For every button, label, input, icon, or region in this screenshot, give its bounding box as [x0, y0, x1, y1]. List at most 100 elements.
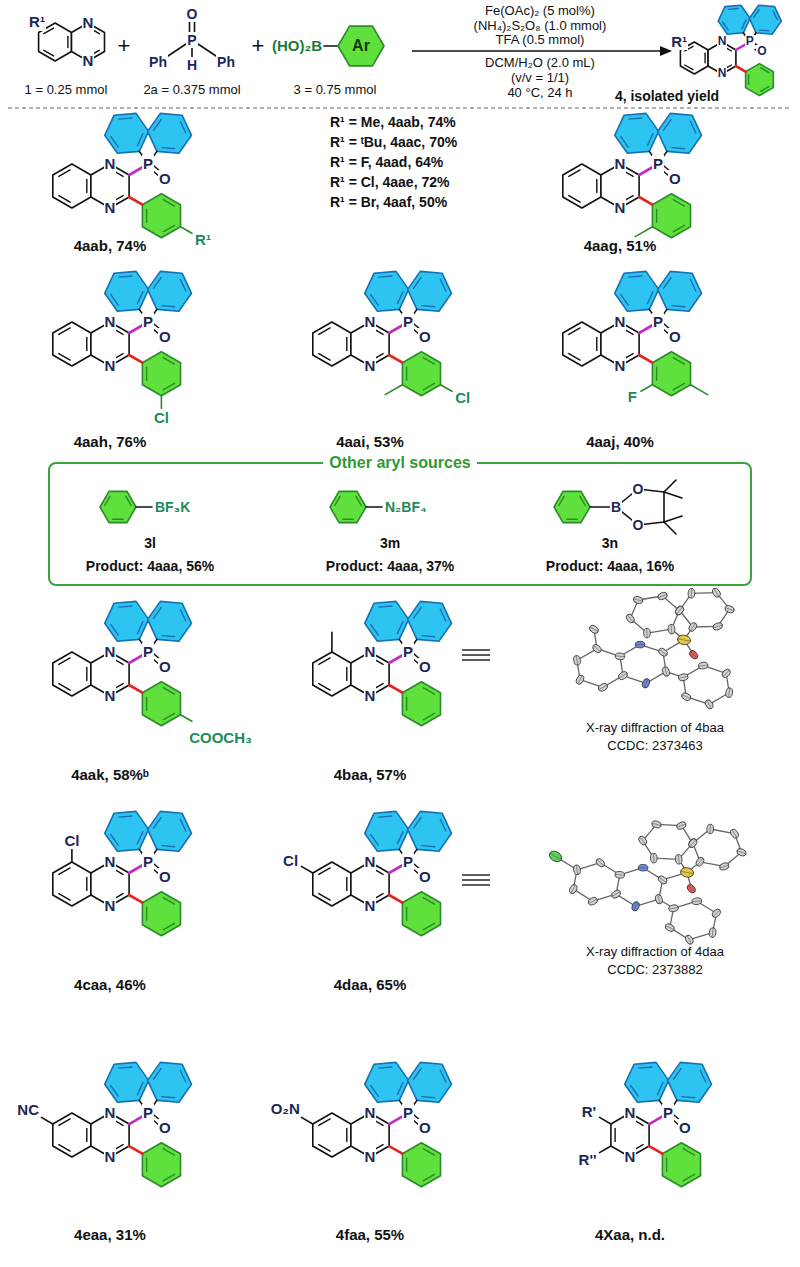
- double-bond: [422, 846, 435, 847]
- atom-label: Ph: [148, 54, 168, 70]
- double-bond: [44, 50, 54, 56]
- substituent-label: R': [581, 1103, 597, 1120]
- plus-sign: +: [252, 33, 265, 58]
- equivalence-symbol: [462, 654, 490, 656]
- benzo-ring: [313, 322, 351, 366]
- phenyl-ring: [408, 601, 452, 641]
- benzo-ring: [53, 1113, 91, 1157]
- bond-line: [324, 45, 339, 47]
- xray-atom: [711, 587, 722, 599]
- substituent-list: R¹ = F, 4aad, 64%: [330, 154, 443, 170]
- xray-axis: [699, 665, 708, 666]
- aryl-ring: [142, 682, 180, 726]
- aryl-ring: [652, 194, 690, 238]
- phenyl-ring: [668, 1062, 712, 1102]
- benzo-ring: [563, 164, 601, 208]
- oxygen-label: O: [678, 1119, 692, 1136]
- phenyl-ring: [148, 271, 192, 311]
- xray-caption: X-ray diffraction of 4daa: [586, 945, 724, 960]
- substituent-label: Cl: [282, 852, 299, 869]
- double-bond: [728, 8, 738, 10]
- double-bond: [86, 338, 87, 351]
- aryl-ring: [142, 892, 180, 936]
- aryl-bond: [389, 355, 402, 363]
- xray-atom: [668, 624, 676, 634]
- xray-atom: [610, 889, 622, 900]
- double-bond: [406, 697, 407, 710]
- double-bond: [754, 10, 760, 18]
- phosphorus-label: P: [745, 35, 755, 49]
- double-bond: [67, 36, 68, 47]
- xray-atom: [637, 835, 648, 847]
- xray-axis: [658, 895, 660, 903]
- aryl-bond: [736, 66, 746, 72]
- methyl-bond: [664, 480, 676, 492]
- double-bond: [631, 1086, 639, 1097]
- xray-axis: [691, 652, 697, 658]
- xray-axis: [688, 886, 694, 892]
- xray-axis: [732, 830, 737, 837]
- xray-atom: [674, 605, 685, 617]
- double-bond: [672, 148, 685, 149]
- double-bond: [343, 519, 354, 520]
- double-bond: [119, 1067, 132, 1068]
- xray-atom: [615, 871, 625, 878]
- compound-label: 4daa, 65%: [334, 976, 407, 993]
- double-bond: [163, 225, 174, 232]
- double-bond: [569, 354, 580, 361]
- double-bond: [664, 120, 672, 131]
- oxygen-label: O: [668, 328, 682, 345]
- methyl-bond: [664, 522, 676, 534]
- phenyl-ring: [625, 1062, 669, 1102]
- aryl-ring: [402, 352, 440, 396]
- aryl-ring: [746, 64, 774, 96]
- double-bond: [59, 658, 70, 665]
- compound-label: 4eaa, 31%: [74, 1226, 146, 1243]
- double-bond: [397, 292, 403, 304]
- double-bond: [86, 180, 87, 193]
- xray-axis: [597, 860, 603, 866]
- double-bond: [346, 668, 347, 681]
- double-bond: [700, 1070, 706, 1082]
- phenyl-ring: [105, 811, 149, 851]
- phenyl-ring: [408, 271, 452, 311]
- double-bond: [137, 292, 143, 304]
- xray-axis: [612, 892, 619, 897]
- double-bond: [59, 328, 70, 335]
- substituent-bond: [600, 1117, 611, 1124]
- equivalence-symbol: [462, 649, 490, 651]
- compound-label: 4aaj, 40%: [586, 433, 654, 450]
- double-bond: [690, 279, 696, 291]
- double-bond: [86, 1129, 87, 1142]
- double-bond: [146, 907, 147, 920]
- xray-axis: [729, 688, 730, 697]
- double-bond: [422, 306, 435, 307]
- double-bond: [163, 358, 174, 365]
- double-bond: [379, 606, 392, 607]
- oxygen-label: O: [418, 328, 432, 345]
- aryl-ring: [554, 491, 590, 522]
- phosphorus-label: P: [652, 313, 664, 330]
- aryl-bond: [649, 1146, 662, 1154]
- double-bond: [319, 894, 330, 901]
- xray-atom: [587, 896, 599, 906]
- amount-label: 3 = 0.75 mmol: [294, 83, 377, 98]
- xray-axis: [571, 885, 575, 893]
- double-bond: [86, 878, 87, 891]
- double-bond: [629, 276, 642, 277]
- nitrogen-label: N: [364, 687, 377, 704]
- xray-axis: [652, 823, 660, 825]
- double-bond: [371, 1086, 379, 1097]
- double-bond: [673, 200, 684, 207]
- phenyl-ring: [105, 113, 149, 153]
- double-bond: [397, 622, 403, 634]
- phosphorus-label: P: [142, 643, 154, 660]
- double-bond: [656, 367, 657, 380]
- substituent-label: R¹: [28, 13, 46, 30]
- double-bond: [748, 75, 749, 84]
- aryl-ring: [100, 491, 136, 522]
- phosphorus-label: P: [402, 313, 414, 330]
- aryl-ring: [662, 1143, 700, 1187]
- double-bond: [371, 295, 379, 306]
